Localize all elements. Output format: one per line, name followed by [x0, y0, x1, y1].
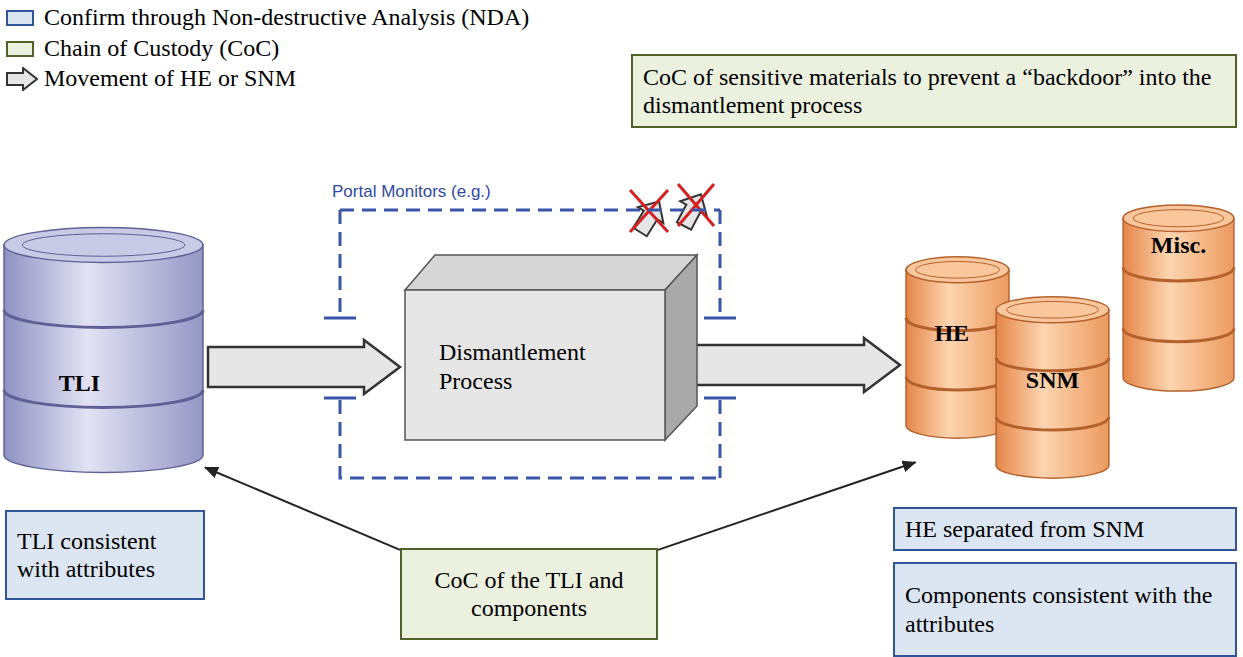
legend-swatch [6, 41, 34, 57]
node-text: HE [934, 319, 969, 346]
barrel-node: SNM [995, 295, 1110, 480]
custody-arrow [205, 468, 400, 550]
process-box: Dismantlement Process [405, 290, 665, 444]
node-text: SNM [1026, 367, 1079, 394]
chain-of-custody-box: CoC of sensitive materials to prevent a … [631, 54, 1237, 128]
node-text: Components consistent with the attribute… [905, 581, 1225, 638]
nda-check-box: TLI consistent with attributes [5, 510, 205, 600]
movement-arrow [695, 338, 900, 392]
blocked-backdoor-arrows [627, 184, 714, 240]
nda-check-box: Components consistent with the attribute… [893, 562, 1237, 657]
nda-check-box: HE separated from SNM [893, 507, 1237, 551]
legend-text: Confirm through Non-destructive Analysis… [44, 4, 529, 31]
barrel-node: Misc. [1122, 203, 1235, 393]
node-text: Misc. [1151, 231, 1206, 258]
node-text: CoC of the TLI and components [412, 566, 646, 623]
chain-of-custody-box: CoC of the TLI and components [400, 548, 658, 640]
movement-arrow [208, 340, 400, 394]
node-text: Dismantlement Process [405, 338, 629, 396]
legend-text: Movement of HE or SNM [44, 65, 296, 92]
portal-monitor-region: Portal Monitors (e.g.) Dismantlement Proc… [322, 180, 724, 482]
legend-row: Chain of Custody (CoC) [6, 35, 279, 62]
node-text: TLI consistent with attributes [17, 527, 193, 584]
node-text: HE separated from SNM [905, 515, 1144, 543]
barrel-shape [905, 255, 1010, 440]
barrel-shape [2, 225, 205, 475]
legend-swatch [6, 10, 34, 26]
barrel-node: TLI [2, 225, 205, 475]
legend-arrow-sample [6, 67, 38, 91]
legend-row: Movement of HE or SNM [6, 65, 296, 92]
legend-row: Confirm through Non-destructive Analysis… [6, 4, 529, 31]
node-text: TLI [59, 369, 100, 396]
legend-text: Chain of Custody (CoC) [44, 35, 279, 62]
node-text: Portal Monitors (e.g.) [332, 182, 491, 202]
barrel-node: HE [905, 255, 1010, 440]
node-text: CoC of sensitive materials to prevent a … [643, 63, 1225, 120]
custody-arrow [658, 462, 916, 550]
